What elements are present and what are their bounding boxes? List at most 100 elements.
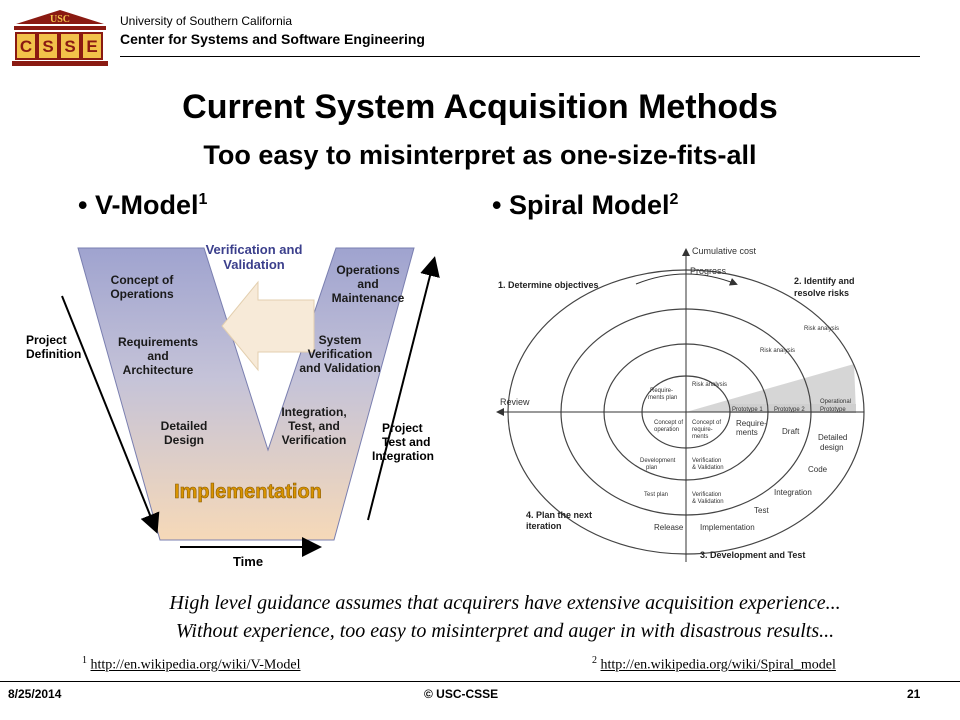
verification-validation-line2: & Validation [692, 499, 724, 505]
vv-arrow [221, 280, 315, 372]
project-test-line2: Test and [382, 435, 430, 449]
test-plan-label: Test plan [644, 492, 668, 498]
concept-of-operation-line1: Concept of [654, 420, 683, 426]
v-right-sysvv-line2: Verification [308, 347, 373, 361]
integration-label: Integration [774, 488, 812, 497]
requirements-label-line2: ments [736, 428, 758, 437]
v-left-design-line1: Detailed [161, 419, 208, 433]
footer-date: 8/25/2014 [8, 687, 62, 701]
bullet-vmodel-label: V-Model [94, 190, 199, 220]
concept-of-operation-line2: operation [654, 427, 679, 433]
project-definition-line1: Project [26, 333, 67, 347]
development-plan-line1: Development [640, 458, 676, 464]
requirements-plan-line2: ments plan [648, 395, 677, 401]
bullet-spiral: • Spiral Model2 [492, 190, 679, 220]
university-name: University of Southern California [120, 14, 293, 28]
verification-validation-line2: & Validation [692, 465, 724, 471]
project-test-line3: Integration [372, 449, 434, 463]
project-test-line1: Project [382, 421, 423, 435]
project-definition-arrow [61, 295, 160, 534]
project-test-arrow [367, 256, 440, 521]
spiral-model-diagram: Cumulative cost Progress 1. Determine ob… [496, 246, 865, 562]
v-left-req-line2: and [147, 349, 168, 363]
bullet-vmodel: • V-Model1 [78, 190, 208, 220]
verification-validation-line1: Verification [692, 492, 721, 498]
quadrant-2-label-line1: 2. Identify and [794, 276, 855, 286]
note-line-2: Without experience, too easy to misinter… [175, 620, 835, 642]
risk-analysis-label: Risk analysis [760, 348, 795, 354]
concept-of-req-line3: ments [692, 434, 708, 440]
logo-letter: S [64, 37, 75, 56]
vv-label-line2: Validation [223, 257, 284, 272]
logo-beam [14, 26, 106, 30]
v-model-diagram: Verification and Validation Concept of O… [26, 242, 440, 569]
risk-analysis-label: Risk analysis [692, 382, 727, 388]
bullet-spiral-footnote-ref: 2 [669, 191, 679, 208]
draft-label: Draft [782, 427, 800, 436]
project-definition-line2: Definition [26, 347, 81, 361]
center-name: Center for Systems and Software Engineer… [120, 31, 425, 47]
footnote-2: 2 http://en.wikipedia.org/wiki/Spiral_mo… [592, 655, 836, 674]
quadrant-1-label: 1. Determine objectives [498, 280, 599, 290]
v-right-ops-line3: Maintenance [332, 291, 405, 305]
logo-letter-blocks: C S S E [15, 32, 103, 60]
v-left-concept-line2: Operations [110, 287, 174, 301]
footnote-2-number: 2 [592, 655, 597, 666]
quadrant-2-label-line2: resolve risks [794, 288, 849, 298]
slide-subtitle: Too easy to misinterpret as one-size-fit… [203, 140, 757, 170]
progress-label: Progress [690, 266, 727, 276]
logo-letter: S [42, 37, 53, 56]
footnote-1: 1 http://en.wikipedia.org/wiki/V-Model [82, 655, 301, 674]
operational-prototype-line1: Operational [820, 399, 851, 405]
footer-copyright: © USC-CSSE [424, 687, 499, 701]
quadrant-3-label: 3. Development and Test [700, 550, 805, 560]
implementation-label: Implementation [700, 523, 755, 532]
header-rule [120, 56, 920, 57]
v-left-concept-line1: Concept of [111, 273, 175, 287]
footer-rule [0, 681, 960, 682]
prototype-bar [730, 404, 856, 413]
prototype-wedge [686, 364, 856, 412]
note-line-1: High level guidance assumes that acquire… [169, 592, 841, 614]
quadrant-4-label-line2: iteration [526, 521, 562, 531]
detailed-design-line2: design [820, 443, 844, 452]
time-label: Time [233, 554, 263, 569]
logo-usc-text: USC [50, 14, 70, 25]
v-shape [77, 247, 415, 541]
footnote-2-link[interactable]: http://en.wikipedia.org/wiki/Spiral_mode… [600, 657, 836, 673]
concept-of-req-line2: require- [692, 427, 713, 433]
logo-letter: C [20, 37, 32, 56]
cumulative-cost-label: Cumulative cost [692, 246, 757, 256]
prototype-1-label: Prototype 1 [732, 407, 763, 413]
footnote-1-number: 1 [82, 655, 87, 666]
v-right-integ-line1: Integration, [281, 405, 346, 419]
progress-arrow [635, 273, 738, 286]
prototype-2-label: Prototype 2 [774, 407, 805, 413]
v-right-ops-line1: Operations [336, 263, 400, 277]
test-label: Test [754, 506, 769, 515]
verification-validation-line1: Verification [692, 458, 721, 464]
quadrant-4-label-line1: 4. Plan the next [526, 510, 592, 520]
logo-base [12, 61, 108, 66]
detailed-design-line1: Detailed [818, 433, 847, 442]
usc-csse-logo: USC C S S E [12, 10, 108, 66]
slide-title: Current System Acquisition Methods [182, 88, 778, 126]
v-left-req-line3: Architecture [123, 363, 194, 377]
v-implementation-label: Implementation [174, 481, 322, 503]
code-label: Code [808, 465, 828, 474]
v-right-sysvv-line1: System [319, 333, 362, 347]
risk-analysis-label: Risk analysis [804, 326, 839, 332]
footnote-1-link[interactable]: http://en.wikipedia.org/wiki/V-Model [90, 657, 301, 673]
vv-label-line1: Verification and [206, 242, 303, 257]
v-right-integ-line3: Verification [282, 433, 347, 447]
bullet-vmodel-footnote-ref: 1 [198, 191, 208, 208]
logo-letter: E [86, 37, 97, 56]
v-right-ops-line2: and [357, 277, 378, 291]
development-plan-line2: plan [646, 465, 657, 471]
v-right-sysvv-line3: and Validation [299, 361, 380, 375]
footer-page-number: 21 [907, 687, 921, 701]
requirements-label-line1: Require- [736, 419, 767, 428]
release-label: Release [654, 523, 684, 532]
v-right-integ-line2: Test, and [288, 419, 340, 433]
review-label: Review [500, 397, 530, 407]
